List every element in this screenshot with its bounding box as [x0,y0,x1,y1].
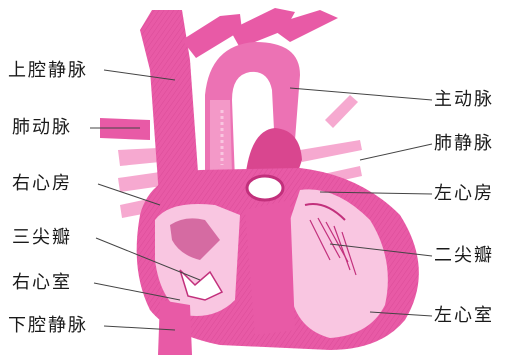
label-inferior-vena-cava: 下腔静脉 [8,316,88,336]
aortic-valve [247,176,283,200]
label-aorta: 主动脉 [434,90,494,110]
label-right-atrium: 右心房 [12,174,72,194]
label-pulmonary-vein: 肺静脉 [434,134,494,154]
label-right-ventricle: 右心室 [12,273,72,293]
label-superior-vena-cava: 上腔静脉 [8,61,88,81]
label-left-atrium: 左心房 [434,184,494,204]
label-mitral-valve: 二尖瓣 [434,246,494,266]
label-left-ventricle: 左心室 [434,306,494,326]
label-tricuspid-valve: 三尖瓣 [12,228,72,248]
label-pulmonary-artery: 肺动脉 [12,118,72,138]
inferior-vena-cava [158,300,192,355]
